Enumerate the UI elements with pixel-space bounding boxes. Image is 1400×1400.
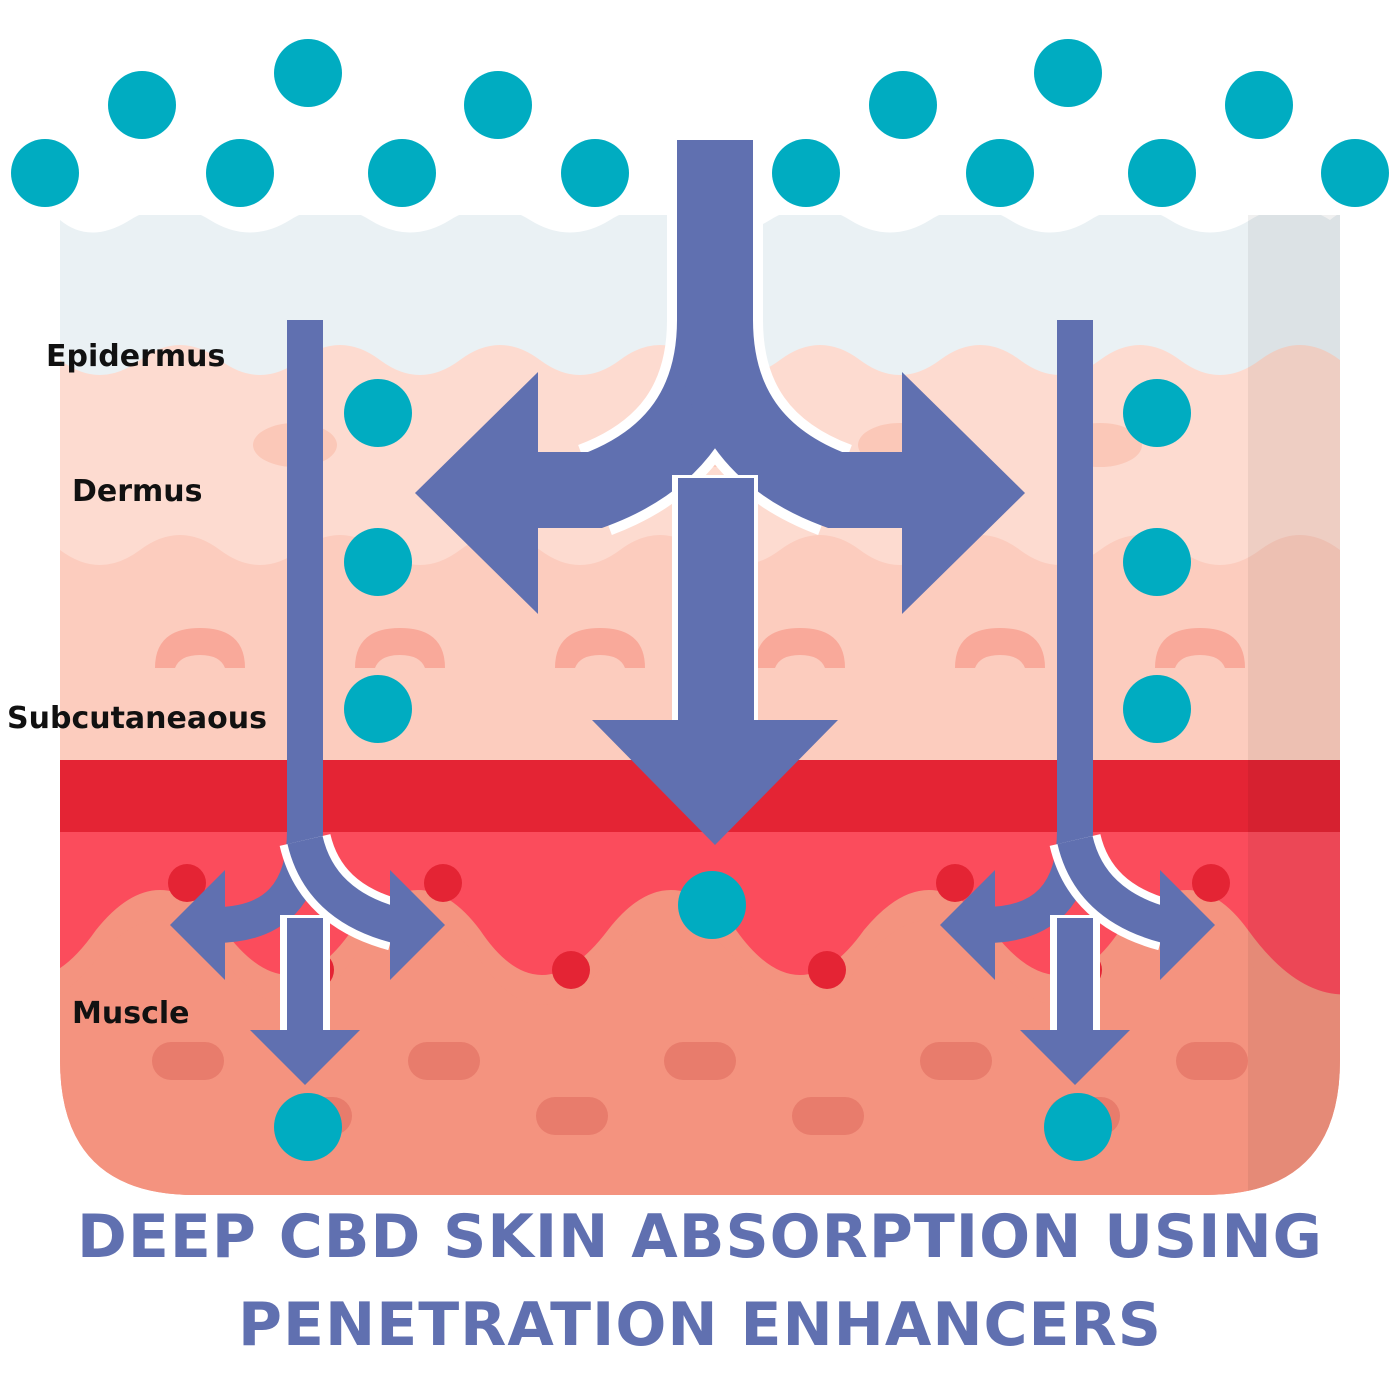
left-arrow-group: [170, 320, 445, 1085]
center-down-arrow-stem: [678, 478, 754, 723]
label-muscle: Muscle: [72, 996, 190, 1031]
muscle-fibers: [152, 1042, 1248, 1135]
center-right-arrowhead: [902, 372, 1025, 614]
left-right-arrow-stem: [287, 835, 401, 943]
cbd-particles-surface: [11, 39, 1389, 207]
center-arrow-group: [415, 140, 1025, 845]
right-right-arrow-stem: [1057, 835, 1171, 943]
right-stem-arrow: [984, 320, 1093, 943]
label-subcutaneous: Subcutaneaous: [7, 701, 267, 736]
side-shading: [1248, 215, 1340, 1195]
center-right-arrow-stem: [677, 319, 905, 528]
title-line-2: PENETRATION ENHANCERS: [238, 1290, 1162, 1360]
right-down-arrow-stem: [1057, 918, 1093, 1035]
right-left-arrowhead: [940, 870, 995, 980]
right-right-arrowhead: [1160, 870, 1215, 980]
right-arrow-group: [940, 320, 1215, 1085]
label-epidermus: Epidermus: [46, 339, 226, 374]
left-right-arrowhead: [390, 870, 445, 980]
title-line-1: DEEP CBD SKIN ABSORPTION USING: [77, 1202, 1323, 1272]
center-left-arrowhead: [415, 372, 538, 614]
left-stem-arrow: [214, 320, 323, 943]
left-down-arrow-stem: [287, 918, 323, 1035]
label-dermus: Dermus: [72, 474, 203, 509]
cbd-particles-absorbed: [274, 379, 1191, 1161]
left-down-arrowhead: [250, 1030, 360, 1085]
left-left-arrowhead: [170, 870, 225, 980]
subcutaneous-cells: [155, 628, 1245, 668]
center-down-arrowhead: [592, 720, 838, 845]
muscle-wave: [60, 920, 1340, 1195]
right-down-arrowhead: [1020, 1030, 1130, 1085]
